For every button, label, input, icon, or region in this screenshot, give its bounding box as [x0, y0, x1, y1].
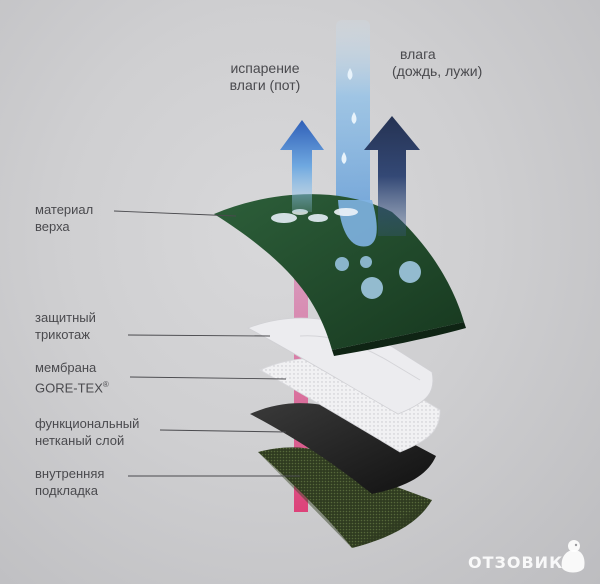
water-droplet — [335, 257, 349, 271]
membrane-label: мембрана GORE-TEX® — [35, 360, 109, 396]
watermark-text: ОТЗОВИК — [468, 553, 564, 572]
lining-layer — [258, 447, 432, 548]
evaporation-arrow — [280, 120, 324, 212]
leader-membrane — [129, 376, 287, 380]
water-column — [336, 20, 370, 238]
nonwoven-layer — [250, 403, 436, 494]
knit-layer — [247, 317, 434, 415]
nonwoven-label: функциональный нетканый слой — [35, 416, 140, 448]
leader-upper — [113, 210, 237, 217]
water-droplet — [360, 256, 372, 268]
water-droplet — [361, 277, 383, 299]
rain-drop — [351, 112, 357, 124]
lining-label: внутренняя подкладка — [35, 466, 105, 498]
water-droplet — [399, 261, 421, 283]
rain-drop — [347, 68, 353, 80]
leader-nonwoven — [159, 429, 287, 433]
rain-arrow — [364, 116, 420, 236]
rain-label: влага (дождь, лужи) — [392, 46, 483, 79]
evaporation-label: испарение влаги (пот) — [229, 60, 301, 93]
rain-drop — [341, 152, 347, 164]
watermark-logo-icon — [561, 540, 585, 573]
protective-knit-label: защитный трикотаж — [35, 310, 96, 342]
upper-material-label: материал верха — [35, 202, 94, 234]
leader-knit — [127, 334, 271, 337]
